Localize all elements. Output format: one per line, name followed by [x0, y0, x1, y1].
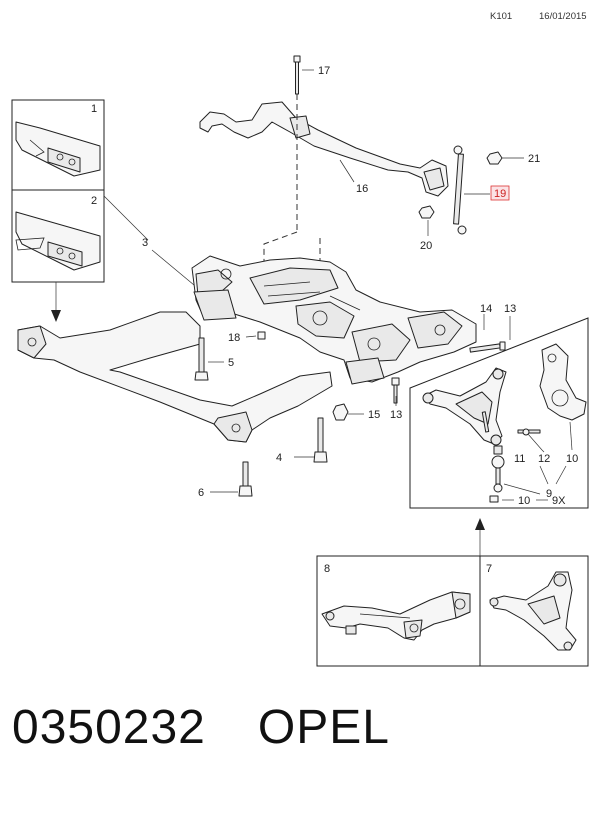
- callout-7: 7: [486, 563, 492, 575]
- callout-1: 1: [91, 103, 97, 115]
- callout-10b: 10: [566, 453, 578, 465]
- part-number: 0350232: [12, 701, 206, 754]
- inset-2: 2: [11, 189, 105, 283]
- inset-1: 1: [11, 99, 105, 191]
- diagram-code: K101: [490, 11, 512, 22]
- callout-9x: 9X: [552, 495, 566, 507]
- callout-14: 14: [480, 303, 492, 315]
- variant-box-7: 7: [479, 555, 589, 667]
- bolt-17: [293, 55, 301, 95]
- part-footer: 0350232 OPEL: [12, 700, 390, 755]
- callout-13a: 13: [504, 303, 516, 315]
- callout-19[interactable]: 19: [494, 188, 506, 200]
- callout-6: 6: [198, 487, 204, 499]
- callout-2: 2: [91, 195, 97, 207]
- bolt-13-lower: [391, 377, 400, 404]
- control-arm-detail-box: [409, 317, 589, 509]
- callout-21: 21: [528, 153, 540, 165]
- callout-4: 4: [276, 452, 282, 464]
- bolt-6: [238, 461, 253, 497]
- ball-joint: [491, 445, 505, 493]
- bolt-5: [194, 337, 209, 381]
- nut-21: [486, 151, 503, 165]
- callout-9: 9: [546, 488, 552, 500]
- callout-18: 18: [228, 332, 240, 344]
- bolt-15: [332, 403, 349, 421]
- callout-16: 16: [356, 183, 368, 195]
- callout-5: 5: [228, 357, 234, 369]
- front-subframe: [17, 255, 477, 443]
- callout-3: 3: [142, 237, 148, 249]
- callout-8: 8: [324, 563, 330, 575]
- callout-15: 15: [368, 409, 380, 421]
- highlight-19: [490, 185, 510, 201]
- nut-20: [418, 205, 435, 219]
- callout-13b: 13: [390, 409, 402, 421]
- variant-box-8: 8: [316, 555, 481, 667]
- callout-12: 12: [538, 453, 550, 465]
- callout-20: 20: [420, 240, 432, 252]
- callout-10a: 10: [518, 495, 530, 507]
- brand-name: OPEL: [257, 701, 390, 754]
- callout-11: 11: [514, 453, 525, 465]
- stabilizer-link-19: [453, 145, 467, 235]
- diagram-date: 16/01/2015: [539, 11, 587, 22]
- bolt-4: [313, 417, 328, 463]
- stabilizer-bar: [199, 101, 449, 197]
- bolt-13-upper: [469, 341, 506, 353]
- bolt-18: [257, 331, 266, 340]
- callout-17: 17: [318, 65, 330, 77]
